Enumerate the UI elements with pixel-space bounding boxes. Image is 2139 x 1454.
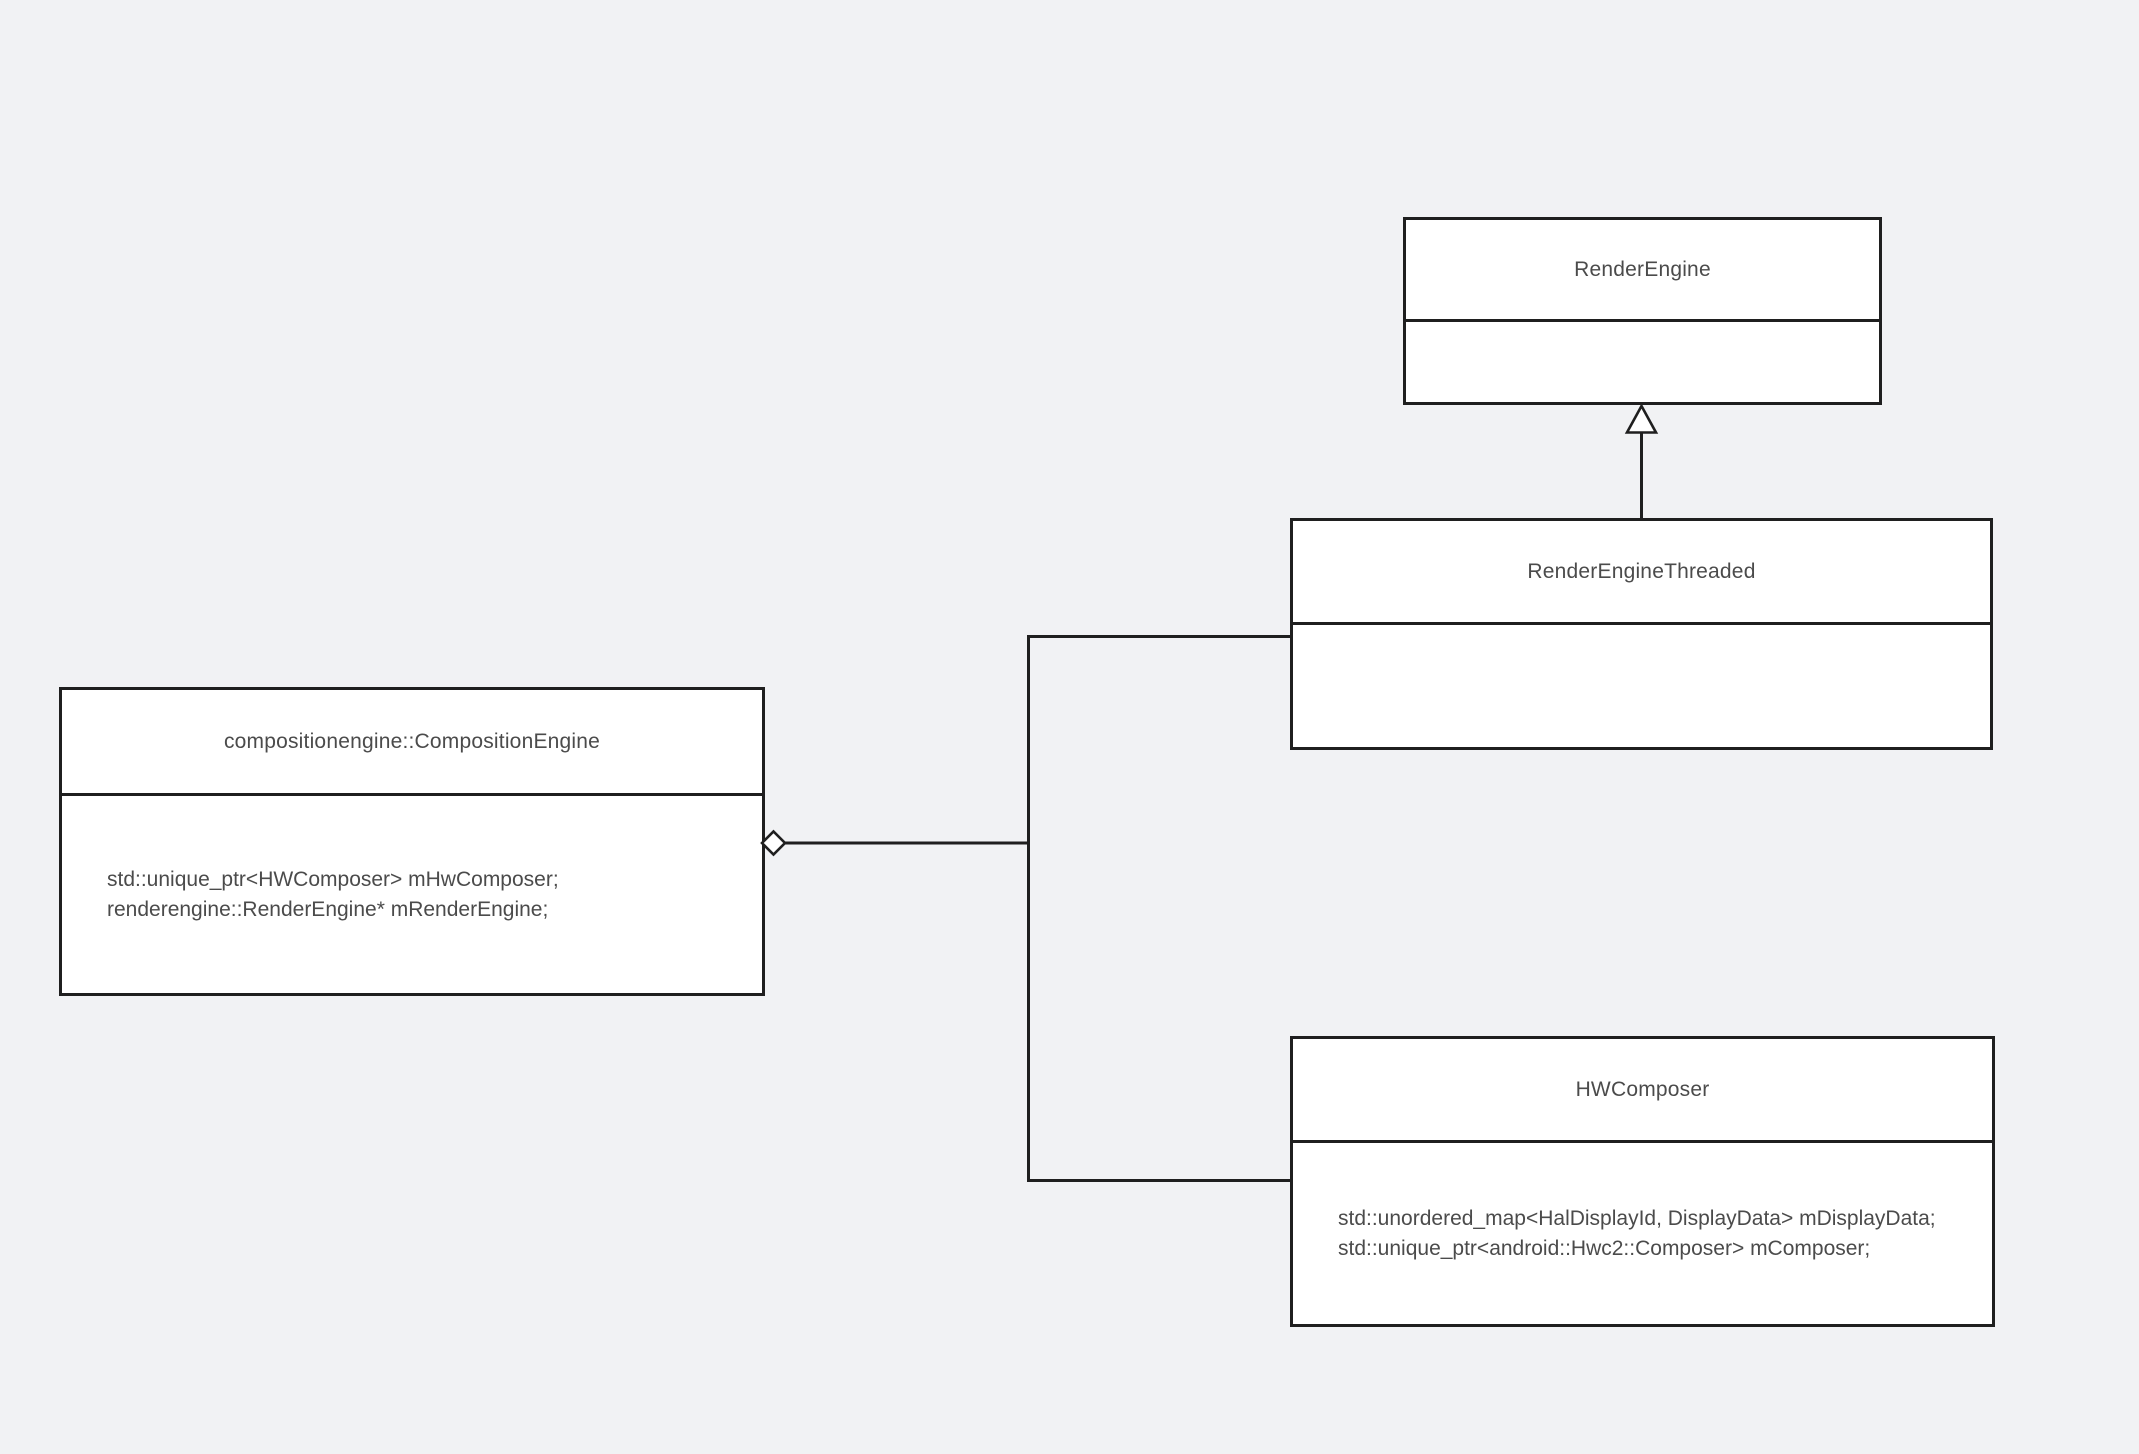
class-box-hw-composer[interactable]: HWComposer std::unordered_map<HalDisplay… xyxy=(1290,1036,1995,1327)
class-members: std::unique_ptr<HWComposer> mHwComposer;… xyxy=(62,796,762,993)
member-line: std::unique_ptr<HWComposer> mHwComposer; xyxy=(107,867,559,891)
class-title: RenderEngineThreaded xyxy=(1293,521,1990,625)
class-box-composition-engine[interactable]: compositionengine::CompositionEngine std… xyxy=(59,687,765,996)
class-box-render-engine[interactable]: RenderEngine xyxy=(1403,217,1882,405)
class-members-empty xyxy=(1406,322,1879,402)
inheritance-arrow-icon xyxy=(1624,403,1659,434)
class-members-empty xyxy=(1293,625,1990,747)
class-title: HWComposer xyxy=(1293,1039,1992,1143)
class-box-render-engine-threaded[interactable]: RenderEngineThreaded xyxy=(1290,518,1993,750)
member-line: renderengine::RenderEngine* mRenderEngin… xyxy=(107,897,549,921)
member-line: std::unordered_map<HalDisplayId, Display… xyxy=(1338,1206,1936,1230)
class-members: std::unordered_map<HalDisplayId, Display… xyxy=(1293,1143,1992,1324)
aggregation-branch-connector xyxy=(1027,635,1291,1182)
member-line: std::unique_ptr<android::Hwc2::Composer>… xyxy=(1338,1236,1871,1260)
class-title: RenderEngine xyxy=(1406,220,1879,322)
aggregation-diamond-icon xyxy=(760,829,787,857)
class-title: compositionengine::CompositionEngine xyxy=(62,690,762,796)
